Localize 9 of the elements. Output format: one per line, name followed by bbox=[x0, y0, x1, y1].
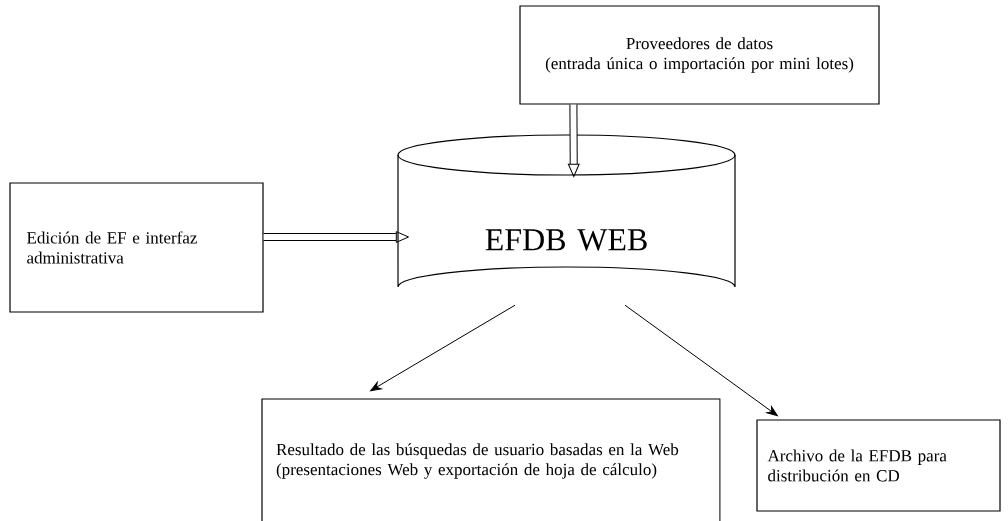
arrow bbox=[624, 304, 778, 417]
process-box: Proveedores de datos (entrada única o importación por mini lotes) bbox=[519, 5, 880, 105]
database-cylinder: EFDB WEB bbox=[397, 134, 736, 288]
process-box: Edición de EF e interfaz administrativa bbox=[9, 182, 264, 313]
process-box: Archivo de la EFDB para distribución en CD bbox=[756, 419, 1001, 512]
process-box: Resultado de las búsquedas de usuario basadas en la Web (presentaciones Web y exportación de hoja de cálculo) bbox=[261, 398, 721, 521]
arrow bbox=[567, 104, 580, 178]
arrow bbox=[263, 231, 410, 243]
arrow bbox=[370, 304, 516, 392]
